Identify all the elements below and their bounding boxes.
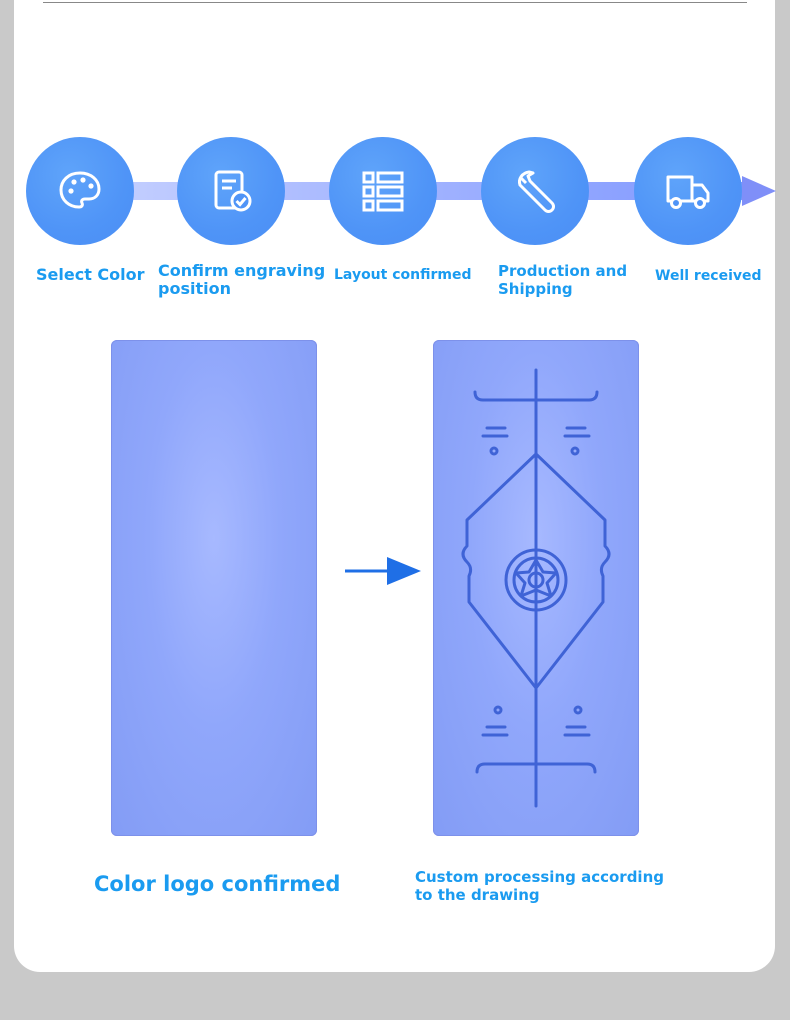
step-label-layout-confirmed: Layout confirmed [334, 267, 472, 283]
step-production-shipping [481, 137, 589, 245]
step-confirm-engraving [177, 137, 285, 245]
layout-list-icon [362, 171, 404, 212]
step-layout-confirmed [329, 137, 437, 245]
step-label-select-color: Select Color [36, 265, 145, 284]
wrench-icon [518, 170, 555, 213]
step-select-color [26, 137, 134, 245]
caption-custom-processing: Custom processing according to the drawi… [415, 868, 664, 904]
truck-icon [666, 175, 710, 209]
step-well-received [634, 137, 742, 245]
engraved-yoga-mat-image [433, 340, 639, 836]
plain-yoga-mat-image [111, 340, 317, 836]
divider [43, 2, 747, 3]
document-check-icon [214, 170, 252, 212]
alignment-line-engraving [461, 368, 611, 808]
caption-color-logo-confirmed: Color logo confirmed [94, 872, 341, 896]
palette-icon [59, 171, 101, 209]
step-label-production-shipping: Production and Shipping [498, 262, 628, 298]
step-label-confirm-engraving: Confirm engraving position [158, 261, 326, 298]
right-arrow-icon [345, 557, 421, 585]
step-label-well-received: Well received [655, 268, 762, 284]
flow-arrow-icon [742, 176, 776, 206]
